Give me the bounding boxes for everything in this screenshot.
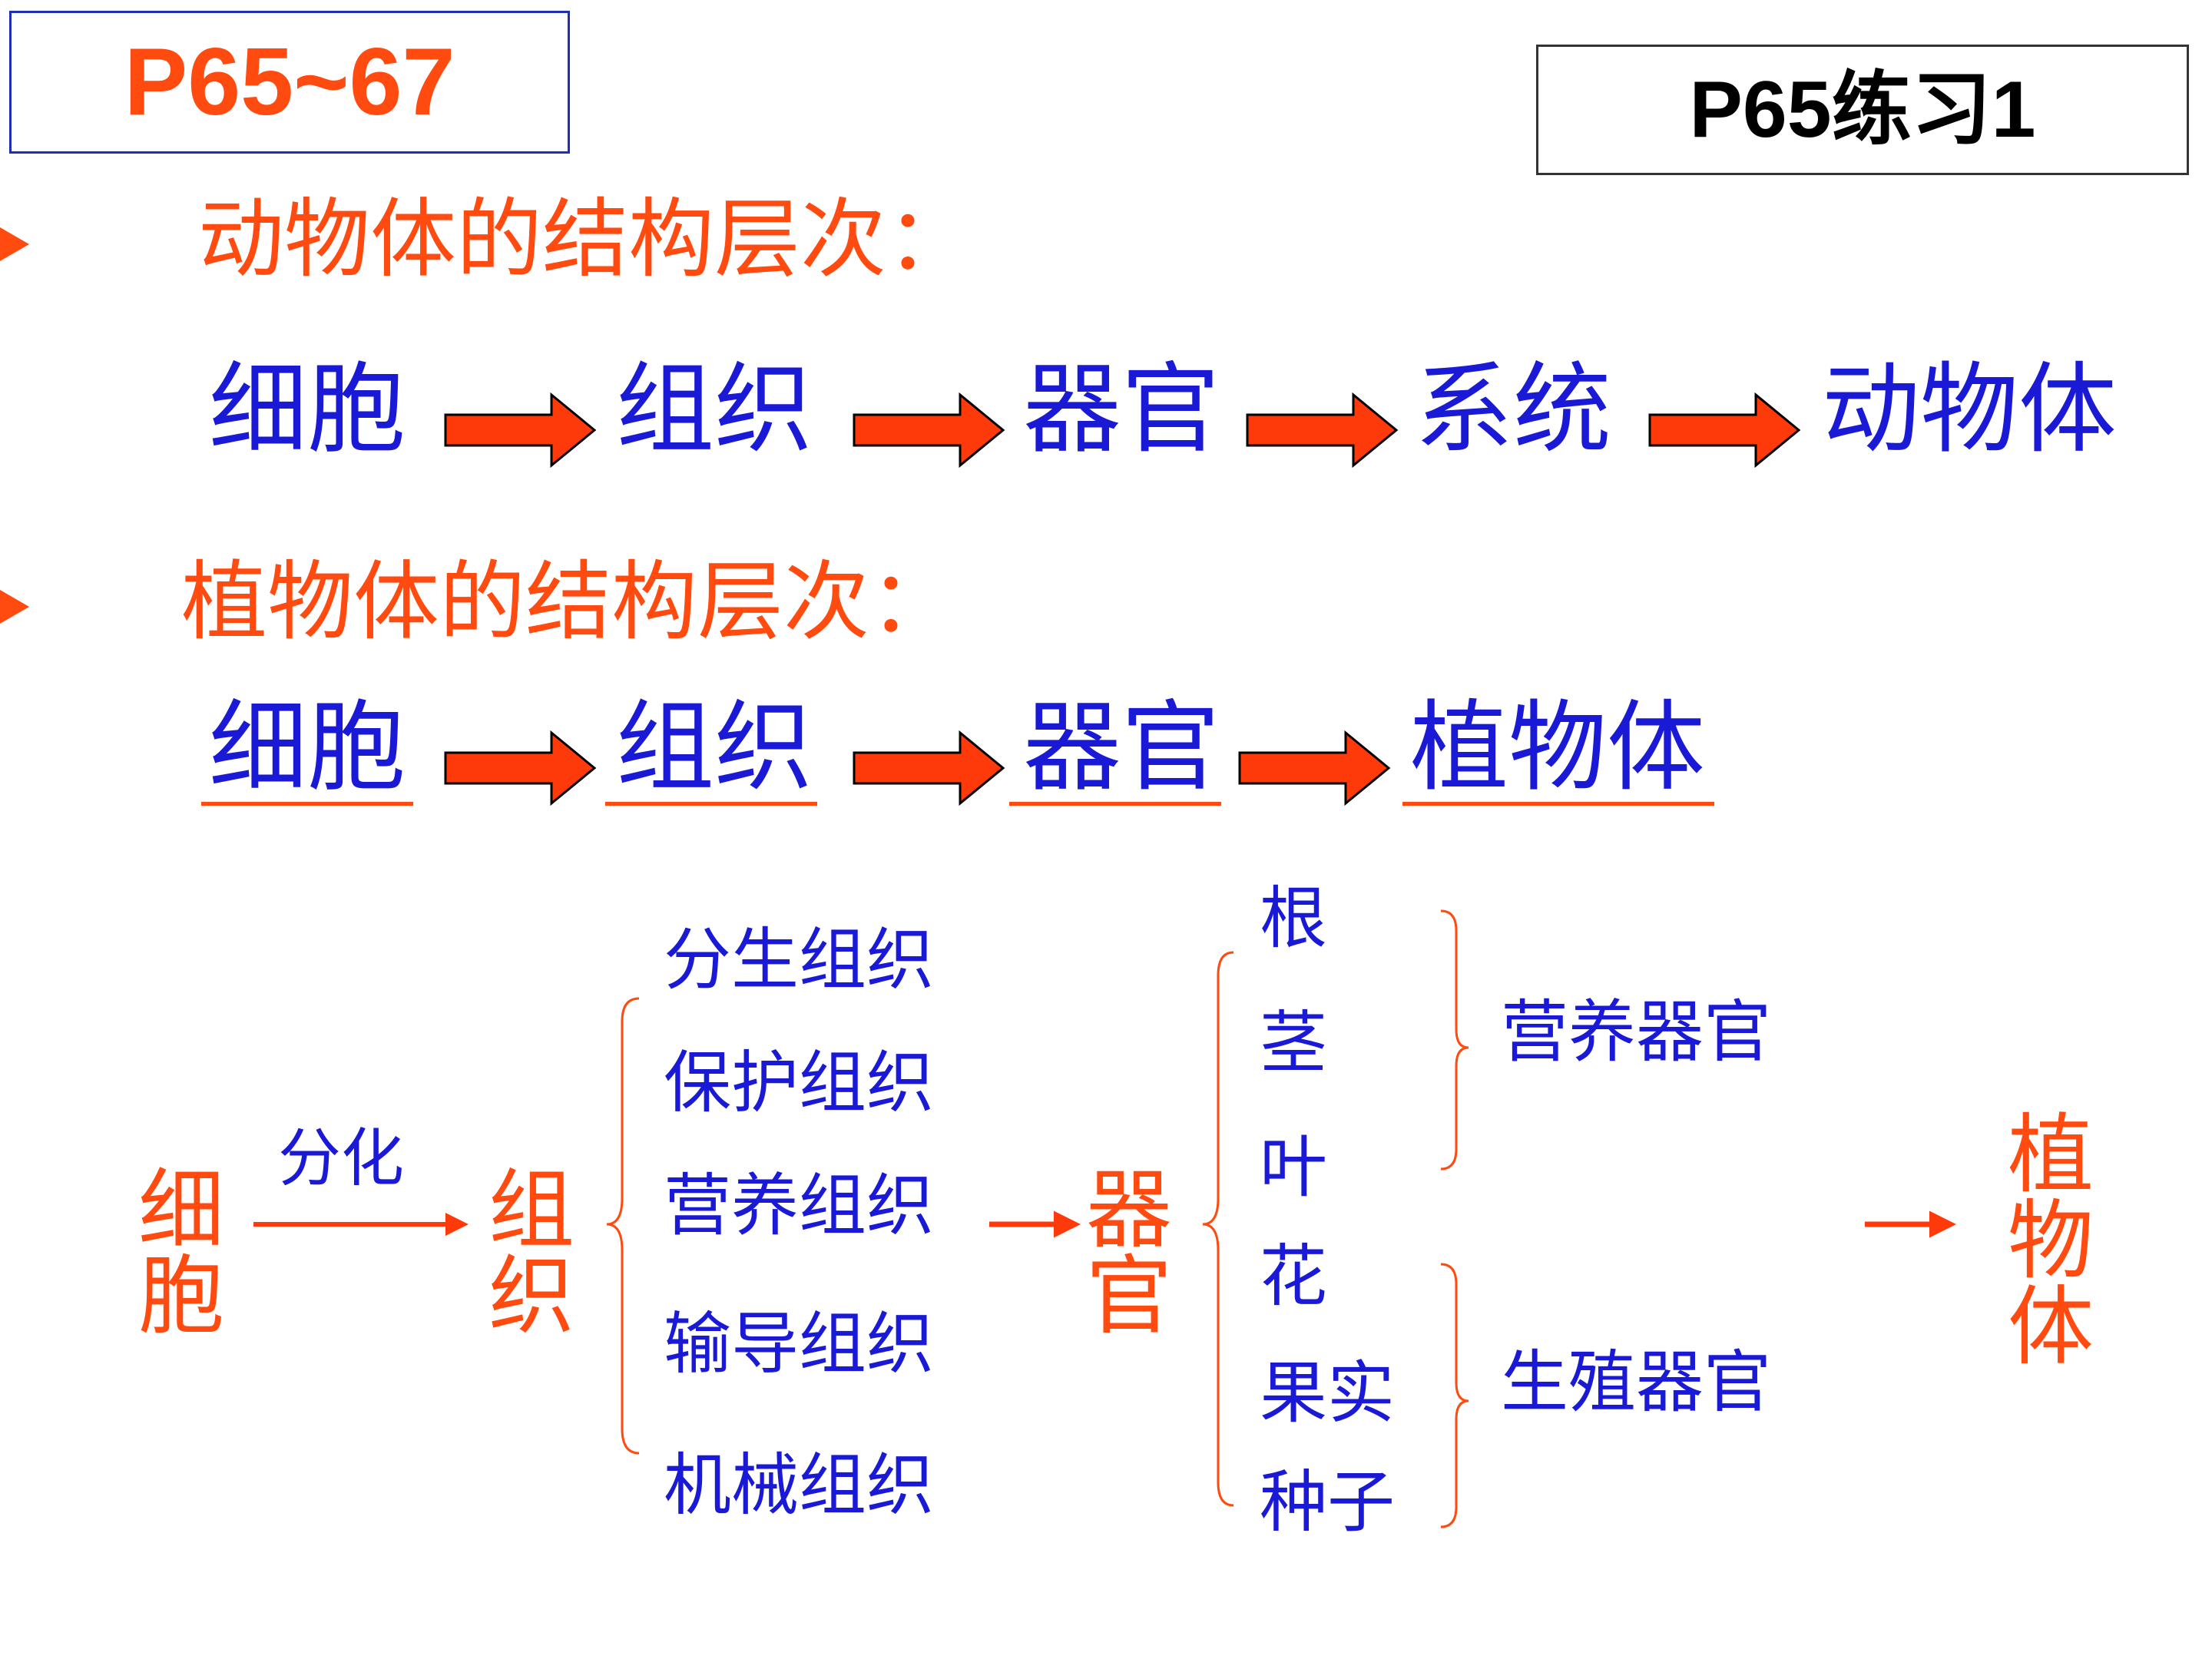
- bullet-arrow-icon: [0, 590, 29, 624]
- block-arrow-icon: [444, 730, 597, 806]
- tree-cell-char: 胞: [138, 1247, 224, 1346]
- reproductive-organs-label: 生殖器官: [1501, 1343, 1772, 1422]
- reproductive-brace-icon: [1440, 1263, 1469, 1528]
- block-arrow-icon: [853, 730, 1005, 806]
- plant-chain-tissue: 组织: [616, 690, 813, 805]
- tree-plant-body: 植 物 体: [2008, 1112, 2094, 1370]
- tissue-type: 营养组织: [664, 1166, 935, 1245]
- blank-underline: [201, 802, 413, 806]
- process-label: 分化: [278, 1122, 405, 1195]
- page-range-box: P65~67: [9, 11, 570, 154]
- blank-underline: [605, 802, 817, 806]
- bullet-arrow-icon: [0, 227, 29, 261]
- exercise-box: P65练习1: [1536, 45, 2189, 175]
- tree-organ-char: 器: [1086, 1161, 1172, 1260]
- animal-chain-organ: 器官: [1023, 353, 1220, 467]
- block-arrow-icon: [1246, 392, 1399, 469]
- exercise-label: P65练习1: [1689, 65, 2036, 154]
- animal-heading: 动物体的结构层次：: [198, 190, 972, 290]
- organ-type: 种子: [1260, 1462, 1396, 1541]
- tree-cell-char: 细: [138, 1161, 224, 1260]
- animal-chain-system: 系统: [1415, 353, 1612, 467]
- page-range-label: P65~67: [124, 29, 455, 135]
- tissue-brace-icon: [606, 997, 640, 1455]
- animal-chain-cell: 细胞: [209, 353, 406, 467]
- blank-underline: [1402, 802, 1714, 806]
- tissue-type: 分生组织: [664, 920, 935, 999]
- organ-brace-icon: [1202, 951, 1234, 1507]
- tissue-type: 输导组织: [664, 1304, 935, 1383]
- organ-type: 果实: [1260, 1353, 1396, 1432]
- plant-chain-body: 植物体: [1410, 690, 1706, 805]
- block-arrow-icon: [444, 392, 597, 469]
- block-arrow-icon: [1648, 392, 1801, 469]
- organ-type: 茎: [1260, 1003, 1328, 1082]
- block-arrow-icon: [1238, 730, 1391, 806]
- tree-plant-char: 植: [2008, 1105, 2094, 1205]
- tissue-type: 保护组织: [664, 1043, 935, 1122]
- tissue-type: 机械组织: [664, 1445, 935, 1525]
- vegetative-brace-icon: [1440, 909, 1469, 1171]
- plant-heading: 植物体的结构层次：: [181, 552, 955, 652]
- animal-chain-body: 动物体: [1822, 353, 2118, 467]
- blank-underline: [1009, 802, 1221, 806]
- vegetative-organs-label: 营养器官: [1501, 992, 1772, 1071]
- tree-plant-char: 物: [2008, 1191, 2094, 1291]
- plant-chain-organ: 器官: [1023, 690, 1220, 805]
- tree-organ: 器 官: [1086, 1167, 1172, 1339]
- tree-organ-char: 官: [1086, 1247, 1172, 1346]
- tree-tissue: 组 织: [488, 1167, 575, 1339]
- animal-chain-tissue: 组织: [616, 353, 813, 467]
- tree-plant-char: 体: [2008, 1277, 2094, 1377]
- organ-type: 叶: [1260, 1128, 1328, 1207]
- tree-cell: 细 胞: [138, 1167, 224, 1339]
- tree-tissue-char: 组: [488, 1161, 575, 1260]
- plant-chain-cell: 细胞: [209, 690, 406, 805]
- block-arrow-icon: [853, 392, 1005, 469]
- organ-type: 花: [1260, 1237, 1328, 1316]
- organ-type: 根: [1260, 879, 1328, 958]
- tree-tissue-char: 织: [488, 1247, 575, 1346]
